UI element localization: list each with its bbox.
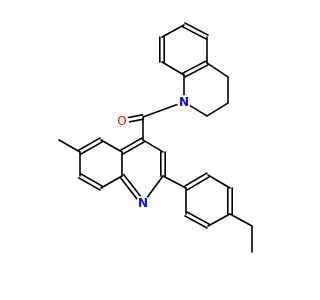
bond-p4-et1	[229, 213, 253, 227]
bond-c7-c8-a	[78, 177, 101, 191]
bond-cb5-cb6-b	[182, 26, 207, 40]
bond-c4a-c4-b	[120, 137, 143, 151]
atom-label-layer: O N N	[115, 95, 191, 210]
bond-cb5-cb6-a	[184, 22, 209, 36]
bond-layer	[58, 22, 253, 253]
amide-nitrogen-mask	[177, 95, 191, 109]
bond-c4a-c4-a	[122, 141, 145, 155]
bond-ca4a-ca8a-b	[184, 64, 209, 78]
amide-nitrogen-label: N	[179, 95, 189, 109]
bond-p5-p6-b	[184, 215, 208, 229]
bond-ca4a-ca8a-a	[182, 60, 207, 74]
bond-p4-p5	[207, 213, 231, 227]
bond-c4-c3	[142, 139, 164, 153]
quinoline-nitrogen-label: N	[138, 196, 148, 210]
bond-c5-c6-b	[80, 141, 103, 155]
bond-cc-na	[142, 101, 185, 118]
bond-ca4-ca4a	[206, 62, 229, 78]
bond-ca2-ca3	[206, 102, 229, 117]
bond-p2-p3	[207, 174, 231, 189]
bond-p1-p2-b	[184, 172, 208, 187]
bond-c7-c8-b	[80, 173, 103, 187]
quinoline-nitrogen-mask	[136, 196, 150, 210]
bond-p5-p6-a	[186, 211, 210, 225]
bond-p1-p2-a	[186, 176, 210, 191]
bond-c5-c6-a	[78, 137, 101, 151]
bond-c6-me	[58, 139, 81, 153]
molecule-structure-diagram: O N N	[58, 22, 253, 253]
carbonyl-oxygen-mask	[115, 114, 129, 128]
bond-c8-c8a	[100, 175, 123, 189]
carbonyl-oxygen-label: O	[117, 114, 126, 128]
bond-cb6-cb7	[161, 24, 185, 38]
bond-c4a-c5	[100, 139, 123, 153]
bond-cb8-ca8a	[161, 61, 185, 76]
bond-c2-p1	[162, 175, 187, 189]
